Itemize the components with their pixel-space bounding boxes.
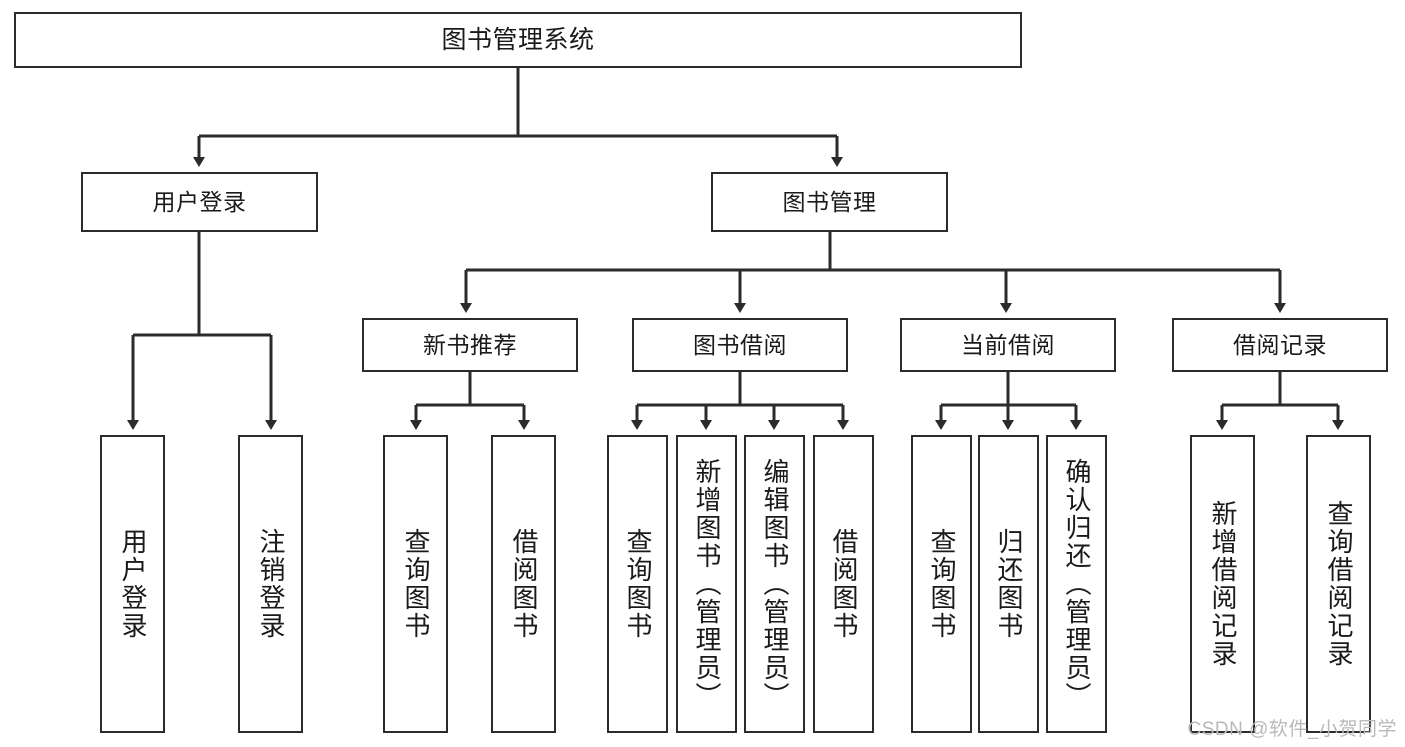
leaf-logout[interactable]: 注销登录 [238,435,303,733]
node-label: 新增借阅记录 [1208,500,1239,668]
node-label: 新增图书（管理员） [692,458,723,710]
node-label: 注销登录 [256,528,287,640]
node-root-system[interactable]: 图书管理系统 [14,12,1022,68]
leaf-query-book-current[interactable]: 查询图书 [911,435,972,733]
node-label: 查询图书 [401,528,432,640]
node-label: 借阅记录 [1233,331,1327,358]
node-label: 当前借阅 [961,331,1055,358]
node-book-management[interactable]: 图书管理 [711,172,948,232]
leaf-return-book[interactable]: 归还图书 [978,435,1039,733]
node-label: 借阅图书 [509,528,540,640]
node-user-login[interactable]: 用户登录 [81,172,318,232]
leaf-query-book-recommend[interactable]: 查询图书 [383,435,448,733]
leaf-user-login[interactable]: 用户登录 [100,435,165,733]
node-label: 确认归还（管理员） [1062,458,1093,710]
node-label: 查询图书 [927,528,958,640]
leaf-query-book-borrow[interactable]: 查询图书 [607,435,668,733]
leaf-edit-book-admin[interactable]: 编辑图书（管理员） [744,435,805,733]
leaf-query-borrow-record[interactable]: 查询借阅记录 [1306,435,1371,733]
node-current-borrow[interactable]: 当前借阅 [900,318,1116,372]
leaf-borrow-book[interactable]: 借阅图书 [813,435,874,733]
leaf-confirm-return-admin[interactable]: 确认归还（管理员） [1046,435,1107,733]
node-new-book-recommend[interactable]: 新书推荐 [362,318,578,372]
node-label: 用户登录 [118,528,149,640]
node-borrow-record[interactable]: 借阅记录 [1172,318,1388,372]
node-label: 用户登录 [152,188,247,215]
leaf-borrow-book-recommend[interactable]: 借阅图书 [491,435,556,733]
node-label: 新书推荐 [423,331,517,358]
node-label: 图书管理系统 [441,25,595,54]
node-label: 查询图书 [623,528,654,640]
node-book-borrow[interactable]: 图书借阅 [632,318,848,372]
node-label: 借阅图书 [829,528,860,640]
leaf-add-borrow-record[interactable]: 新增借阅记录 [1190,435,1255,733]
node-label: 查询借阅记录 [1324,500,1355,668]
watermark-text: CSDN @软件_小贺同学 [1187,719,1397,740]
node-label: 图书借阅 [693,331,787,358]
node-label: 编辑图书（管理员） [760,458,791,710]
leaf-add-book-admin[interactable]: 新增图书（管理员） [676,435,737,733]
node-label: 归还图书 [994,528,1025,640]
node-label: 图书管理 [782,188,877,215]
